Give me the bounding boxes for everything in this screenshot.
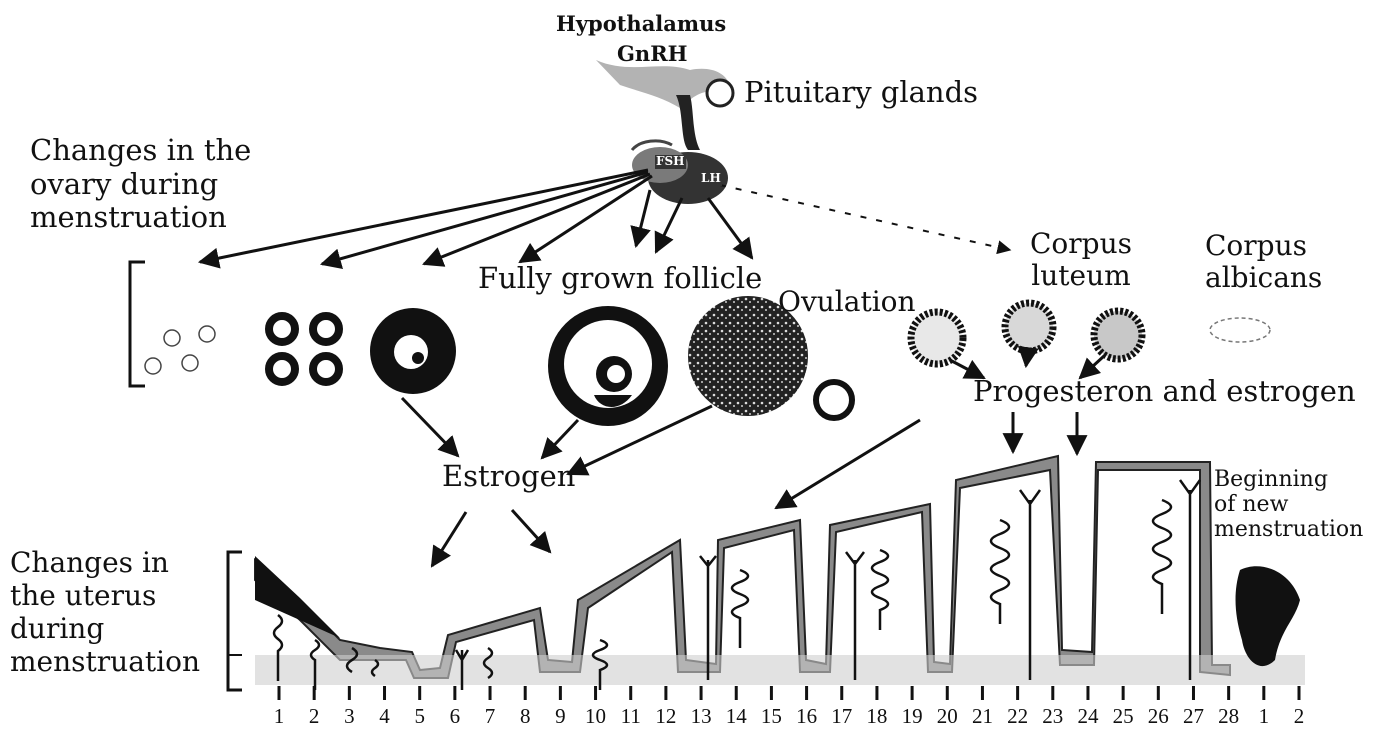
uterus-label-line-3: during: [10, 612, 200, 645]
day-label: 19: [897, 704, 927, 729]
ovary-label-line-1: Changes in the: [30, 134, 251, 168]
pituitary-arrows: [200, 170, 1010, 264]
uterus-label-line-1: Changes in: [10, 546, 200, 579]
day-label: 4: [370, 704, 400, 729]
day-label: 8: [510, 704, 540, 729]
pituitary-label: Pituitary glands: [744, 76, 978, 110]
day-label: 1: [264, 704, 294, 729]
uterus-bracket: [228, 552, 242, 690]
gnrh-label: GnRH: [617, 42, 688, 66]
day-label: 16: [792, 704, 822, 729]
day-label: 15: [756, 704, 786, 729]
mature-follicle: [548, 306, 668, 426]
beginning-new-menstruation-label: Beginning of new menstruation: [1214, 467, 1363, 542]
day-label: 28: [1214, 704, 1244, 729]
day-label: 20: [932, 704, 962, 729]
beginning-line-2: of new: [1214, 492, 1363, 517]
primary-follicles: [269, 316, 339, 382]
day-label: 11: [616, 704, 646, 729]
beginning-line-1: Beginning: [1214, 467, 1363, 492]
day-label: 7: [475, 704, 505, 729]
uterus-label-line-2: the uterus: [10, 579, 200, 612]
day-label: 22: [1003, 704, 1033, 729]
corpus-luteum-label: Corpus luteum: [1030, 228, 1132, 293]
corpus-albicans-shape: [1210, 318, 1270, 342]
endometrium: [255, 456, 1305, 690]
day-label: 5: [405, 704, 435, 729]
day-label: 12: [651, 704, 681, 729]
primordial-follicles: [145, 326, 215, 374]
ovulation-label: Ovulation: [778, 286, 916, 318]
day-label: 18: [862, 704, 892, 729]
ovary-changes-label: Changes in the ovary during menstruation: [30, 134, 251, 235]
lh-label: LH: [700, 172, 722, 186]
day-ticks: [279, 686, 1299, 700]
day-label: 25: [1108, 704, 1138, 729]
beginning-line-3: menstruation: [1214, 517, 1363, 542]
day-label: 2: [299, 704, 329, 729]
day-label: 2: [1284, 704, 1314, 729]
corpus-albicans-label: Corpus albicans: [1205, 230, 1322, 295]
day-label: 6: [440, 704, 470, 729]
progesteron-estrogen-label: Progesteron and estrogen: [973, 375, 1356, 409]
corpus-albicans-line-2: albicans: [1205, 262, 1322, 294]
day-label: 1: [1249, 704, 1279, 729]
ovary-label-line-2: ovary during: [30, 168, 251, 202]
estrogen-label: Estrogen: [442, 460, 575, 494]
day-label: 13: [686, 704, 716, 729]
day-label: 27: [1178, 704, 1208, 729]
day-label: 23: [1038, 704, 1068, 729]
day-label: 24: [1073, 704, 1103, 729]
corpus-albicans-line-1: Corpus: [1205, 230, 1322, 262]
day-label: 17: [827, 704, 857, 729]
day-label: 9: [545, 704, 575, 729]
hypothalamus-label: Hypothalamus: [556, 12, 726, 36]
fully-grown-follicle-label: Fully grown follicle: [478, 262, 762, 296]
uterus-label-line-4: menstruation: [10, 645, 200, 678]
day-label: 21: [967, 704, 997, 729]
fsh-label: FSH: [655, 155, 686, 169]
ovary-bracket: [130, 262, 145, 386]
ovary-label-line-3: menstruation: [30, 201, 251, 235]
corpus-luteum-line-2: luteum: [1030, 260, 1132, 292]
day-label: 3: [334, 704, 364, 729]
corpus-luteum-line-1: Corpus: [1030, 228, 1132, 260]
day-label: 14: [721, 704, 751, 729]
day-label: 26: [1143, 704, 1173, 729]
secondary-follicle: [370, 308, 456, 394]
uterus-changes-label: Changes in the uterus during menstruatio…: [10, 546, 200, 678]
day-label: 10: [581, 704, 611, 729]
